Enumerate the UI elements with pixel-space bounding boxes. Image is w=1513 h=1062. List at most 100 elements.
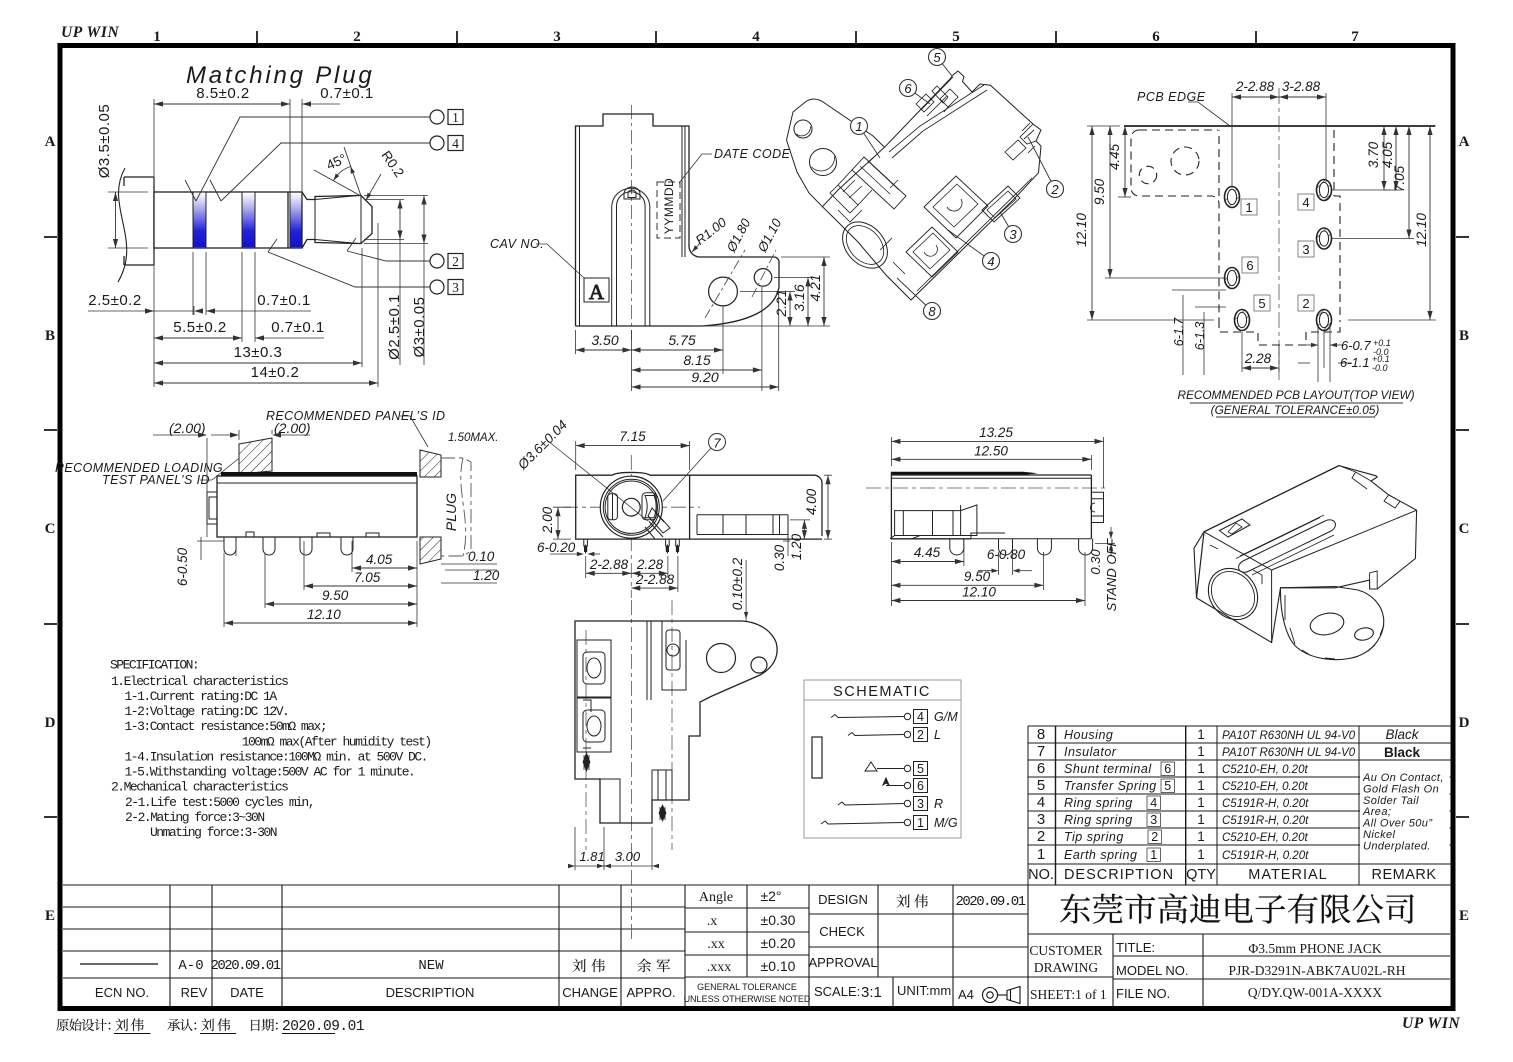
svg-text:3: 3 (1009, 227, 1017, 242)
svg-text:M/G: M/G (934, 816, 958, 830)
svg-text:Φ3.5mm PHONE JACK: Φ3.5mm PHONE JACK (1248, 941, 1382, 956)
svg-text:G/M: G/M (934, 710, 958, 724)
svg-text:4.05: 4.05 (366, 552, 393, 567)
svg-text:(2.00): (2.00) (274, 420, 311, 436)
svg-text:1: 1 (1197, 744, 1205, 759)
svg-text:1: 1 (1037, 846, 1045, 863)
svg-text:All Over 50u”: All Over 50u” (1362, 818, 1433, 830)
svg-text:±2°: ±2° (760, 888, 781, 904)
svg-text:6: 6 (1164, 762, 1171, 776)
svg-text:2.00: 2.00 (540, 506, 555, 534)
svg-text:0.30: 0.30 (772, 544, 787, 571)
svg-text:100mΩ max(After humidity test): 100mΩ max(After humidity test) (242, 735, 431, 750)
svg-text:1: 1 (1197, 761, 1205, 776)
svg-text:1: 1 (855, 119, 862, 134)
svg-text:FILE NO.: FILE NO. (1116, 986, 1170, 1001)
svg-text:±0.30: ±0.30 (761, 912, 796, 928)
svg-text:A: A (45, 134, 56, 150)
svg-text:(2.00): (2.00) (169, 420, 206, 436)
svg-text:MODEL NO.: MODEL NO. (1116, 963, 1188, 978)
svg-text:A4: A4 (958, 987, 974, 1002)
svg-text:0.10: 0.10 (468, 549, 495, 564)
svg-text:7.05: 7.05 (1392, 165, 1407, 192)
svg-text:C5210-EH, 0.20t: C5210-EH, 0.20t (1222, 764, 1308, 776)
svg-text:6-1.1: 6-1.1 (1340, 355, 1370, 370)
svg-text:4: 4 (1302, 195, 1309, 210)
svg-text:SPECIFICATION:: SPECIFICATION: (110, 658, 198, 673)
svg-text:1: 1 (1197, 727, 1205, 742)
svg-text:5: 5 (917, 762, 924, 776)
svg-text:3.16: 3.16 (791, 284, 807, 311)
svg-text:4.21: 4.21 (807, 274, 823, 301)
svg-text:CHANGE: CHANGE (562, 985, 618, 1000)
svg-text:Angle: Angle (699, 890, 733, 905)
svg-text:1: 1 (153, 29, 161, 45)
svg-text:C5210-EH, 0.20t: C5210-EH, 0.20t (1222, 781, 1308, 793)
svg-text:2-2.88: 2-2.88 (635, 572, 675, 587)
svg-text:2.5±0.2: 2.5±0.2 (88, 292, 141, 309)
svg-text:DESCRIPTION: DESCRIPTION (1064, 867, 1174, 883)
svg-text:TEST PANEL’S ID: TEST PANEL’S ID (102, 473, 210, 487)
svg-text:1-4.Insulation resistance:100M: 1-4.Insulation resistance:100MΩ min. at … (125, 750, 427, 765)
svg-text:QTY: QTY (1186, 867, 1216, 883)
svg-text:STAND OFF: STAND OFF (1104, 538, 1119, 612)
svg-text:DRAWING: DRAWING (1034, 960, 1098, 975)
svg-text:4.45: 4.45 (914, 545, 941, 560)
svg-text:4: 4 (987, 254, 994, 269)
svg-text:9.50: 9.50 (322, 588, 349, 603)
svg-text:6-0.50: 6-0.50 (175, 547, 190, 586)
svg-text:UP WIN: UP WIN (61, 24, 119, 41)
svg-text:UNIT:mm: UNIT:mm (897, 983, 951, 998)
svg-text:12.10: 12.10 (307, 607, 341, 622)
svg-text:REMARK: REMARK (1371, 867, 1436, 883)
svg-text:2-2.88: 2-2.88 (1235, 79, 1275, 94)
svg-text:RECOMMENDED PANEL’S ID: RECOMMENDED PANEL’S ID (266, 409, 445, 423)
svg-text:1: 1 (1197, 847, 1205, 862)
svg-text:(GENERAL TOLERANCE±0.05): (GENERAL TOLERANCE±0.05) (1211, 403, 1380, 417)
svg-text:Black: Black (1385, 727, 1419, 742)
svg-text:2: 2 (917, 728, 924, 742)
svg-text:C: C (45, 521, 56, 537)
svg-text:7.05: 7.05 (354, 570, 381, 585)
svg-text:Tip spring: Tip spring (1064, 830, 1124, 844)
svg-text:2: 2 (1037, 828, 1045, 845)
svg-text:0.30: 0.30 (1088, 549, 1103, 575)
svg-text:DESCRIPTION: DESCRIPTION (386, 985, 475, 1000)
svg-text:A-0: A-0 (178, 958, 203, 974)
svg-text:6-1.7: 6-1.7 (1172, 317, 1186, 347)
svg-text:12.10: 12.10 (1074, 213, 1089, 247)
svg-text:+0.1: +0.1 (1373, 338, 1391, 348)
svg-text:Ø3±0.05: Ø3±0.05 (411, 297, 428, 358)
svg-text:A: A (1459, 134, 1470, 150)
svg-text:6-1.3: 6-1.3 (1193, 322, 1207, 351)
svg-text:8.5±0.2: 8.5±0.2 (196, 85, 249, 102)
svg-text:6: 6 (1246, 258, 1253, 273)
svg-text:3: 3 (553, 29, 561, 45)
svg-text:-0.0: -0.0 (1373, 347, 1389, 357)
svg-text:2: 2 (452, 254, 459, 269)
svg-text:2: 2 (353, 29, 361, 45)
svg-text:4.00: 4.00 (804, 488, 819, 515)
svg-text:1: 1 (452, 110, 459, 125)
svg-text:Housing: Housing (1064, 728, 1113, 742)
svg-text:NEW: NEW (418, 958, 444, 974)
svg-text:REV: REV (181, 985, 208, 1000)
svg-text:Unmating force:3-30N: Unmating force:3-30N (150, 825, 277, 840)
svg-text:6: 6 (1037, 760, 1045, 777)
svg-text:UNLESS OTHERWISE NOTED: UNLESS OTHERWISE NOTED (684, 994, 811, 1004)
svg-text:NO.: NO. (1028, 867, 1054, 883)
svg-text:SHEET:1 of 1: SHEET:1 of 1 (1030, 987, 1107, 1002)
svg-text:1-2:Voltage rating:DC 12V.: 1-2:Voltage rating:DC 12V. (125, 704, 289, 719)
svg-text:MATERIAL: MATERIAL (1248, 867, 1327, 883)
svg-text:9.20: 9.20 (691, 369, 718, 385)
svg-text:C5191R-H, 0.20t: C5191R-H, 0.20t (1222, 798, 1309, 810)
svg-text:1.50MAX.: 1.50MAX. (448, 432, 499, 444)
svg-text:1-1.Current rating:DC 1A: 1-1.Current rating:DC 1A (125, 689, 278, 704)
svg-text:APPRO.: APPRO. (626, 985, 675, 1000)
svg-text:0.7±0.1: 0.7±0.1 (320, 85, 373, 102)
svg-text:4: 4 (452, 136, 459, 151)
svg-text:-0.0: -0.0 (1372, 363, 1388, 373)
svg-text:2-2.88: 2-2.88 (589, 557, 629, 572)
svg-text:DATE: DATE (230, 985, 264, 1000)
svg-text:3.50: 3.50 (591, 332, 618, 348)
